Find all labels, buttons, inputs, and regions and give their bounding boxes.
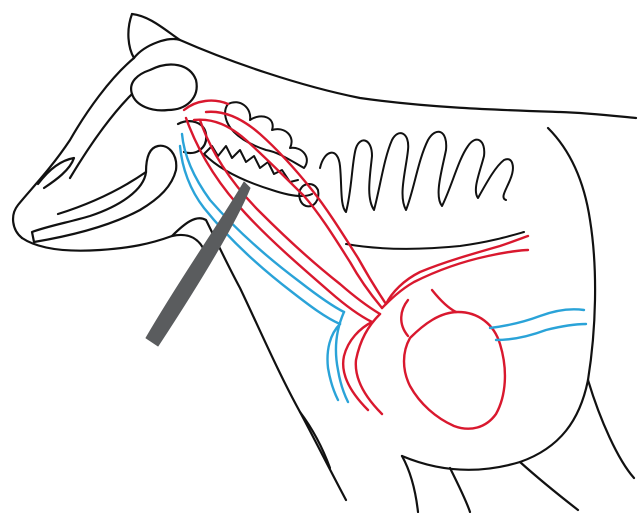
foreleg-outline [402,456,418,512]
elbow-outline [520,462,578,510]
neck-crest-line [132,14,636,118]
ear-outline [128,14,180,58]
muzzle-outline [22,235,205,252]
ribs [320,132,513,212]
face-outline [13,58,134,238]
heart [404,312,505,429]
needle-icon [146,182,250,346]
pulmonary-vessel-2 [432,290,456,312]
foreleg-outline-2 [450,468,470,512]
jaw-bone [32,146,176,242]
belly-line [588,380,634,478]
skeleton-spine [204,102,524,249]
needle-shaft [146,182,250,346]
girth-outline [402,128,595,470]
skull-outline [131,65,197,111]
maxilla-curve [70,94,132,178]
nostril-outline [38,158,74,188]
pulmonary-vessel [401,300,408,336]
jugular-vein-b [180,146,340,324]
vena-cava-b [496,324,586,340]
body-outline [13,14,636,512]
